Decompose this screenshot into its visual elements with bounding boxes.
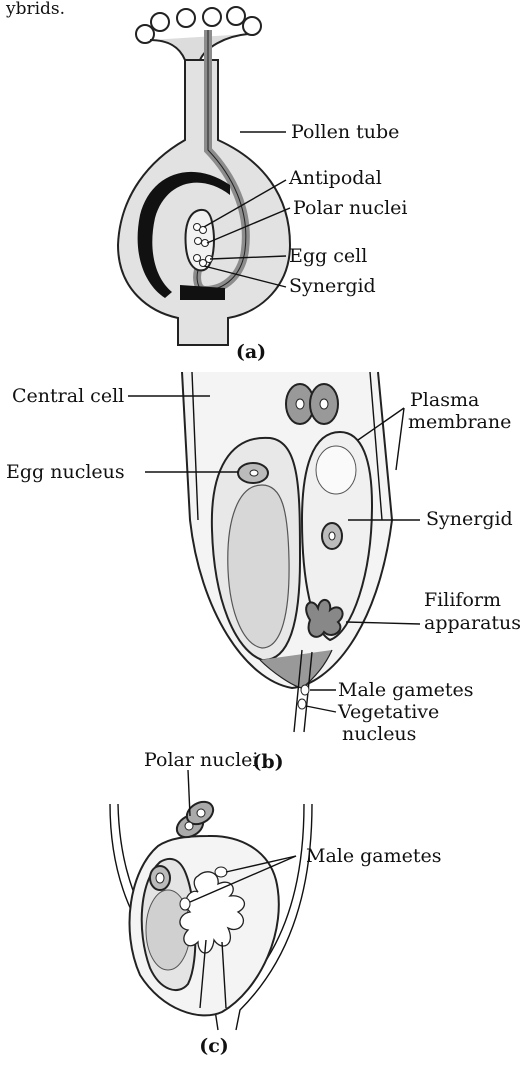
- stigma: [136, 7, 261, 60]
- label-vegetative-line1: Vegetative: [337, 701, 439, 723]
- panel-b-embryo-sac-diagram: Central cell Plasma membrane Egg nucleus…: [6, 372, 521, 773]
- label-egg-cell: Egg cell: [289, 245, 367, 267]
- label-polar-nuclei-c: Polar nuclei: [144, 749, 259, 771]
- label-synergid: Synergid: [289, 275, 376, 297]
- header-fragment-text: ybrids.: [5, 0, 65, 19]
- label-synergid-b: Synergid: [426, 508, 513, 530]
- label-polar-nuclei: Polar nuclei: [293, 197, 408, 219]
- label-male-gametes-c: Male gametes: [306, 845, 442, 867]
- panel-c-fertilization-diagram: Polar nuclei Male gametes (c): [110, 749, 442, 1057]
- label-antipodal: Antipodal: [288, 167, 382, 189]
- label-filiform-line1: Filiform: [424, 589, 501, 611]
- caption-a: (a): [236, 341, 266, 363]
- caption-c: (c): [199, 1035, 229, 1057]
- label-plasma-line2: membrane: [408, 411, 511, 433]
- panel-a-ovule-diagram: Pollen tube Antipodal Polar nuclei Egg c…: [118, 7, 408, 363]
- label-egg-nucleus: Egg nucleus: [6, 461, 125, 483]
- leader-vegetative: [306, 706, 336, 712]
- label-plasma-line1: Plasma: [410, 389, 479, 411]
- label-male-gametes-b: Male gametes: [338, 679, 474, 701]
- label-pollen-tube: Pollen tube: [291, 121, 399, 143]
- leader-plasma-2: [396, 408, 404, 470]
- label-vegetative-line2: nucleus: [342, 723, 416, 745]
- label-central-cell: Central cell: [12, 385, 124, 407]
- label-filiform-line2: apparatus: [424, 612, 521, 634]
